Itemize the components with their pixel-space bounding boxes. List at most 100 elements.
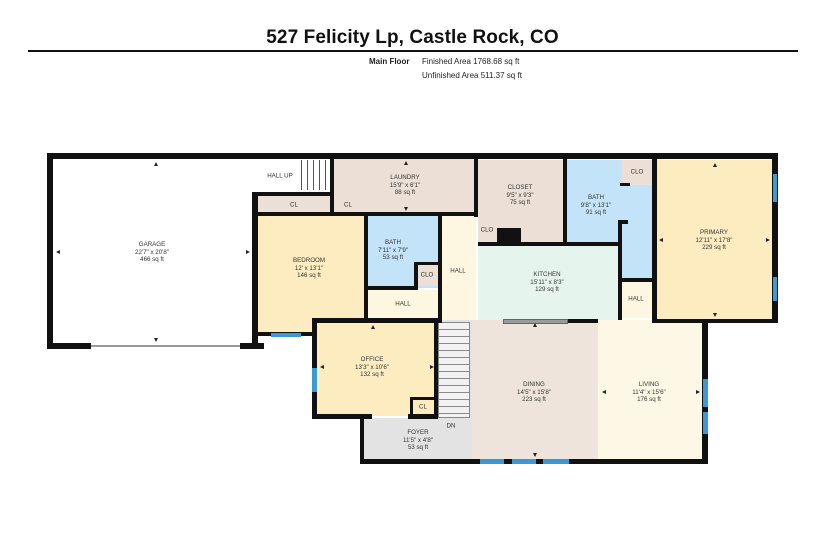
wall — [258, 212, 478, 216]
floor-label: Main Floor — [369, 57, 410, 66]
wall — [497, 228, 521, 244]
room-foyer — [362, 418, 472, 460]
wall — [364, 286, 418, 290]
dimension-arrow-icon — [246, 250, 250, 254]
dimension-arrow-icon — [533, 453, 537, 457]
unfinished-area: Unfinished Area 511.37 sq ft — [422, 71, 522, 80]
window — [271, 333, 301, 337]
label-cl-left: CL — [290, 201, 298, 209]
room-clo-bath — [622, 160, 652, 185]
dimension-arrow-icon — [602, 390, 606, 394]
dimension-arrow-icon — [56, 250, 60, 254]
dimension-arrow-icon — [371, 325, 375, 329]
dimension-arrow-icon — [320, 365, 324, 369]
wall — [563, 155, 567, 243]
wall — [618, 220, 622, 320]
wall — [438, 214, 442, 320]
dimension-arrow-icon — [404, 207, 408, 211]
wall — [620, 183, 630, 186]
wall — [360, 414, 364, 464]
dimension-arrow-icon — [713, 163, 717, 167]
wall — [364, 214, 368, 322]
room-cl-laundry — [336, 195, 361, 214]
dimension-arrow-icon — [766, 238, 770, 242]
label-hall-up: HALL UP — [267, 172, 293, 180]
label-hall-primary: HALL — [628, 295, 644, 303]
room-kitchen — [478, 246, 620, 320]
page-title: 527 Felicity Lp, Castle Rock, CO — [266, 27, 559, 48]
label-cl-laundry: CL — [344, 201, 352, 209]
dimension-arrow-icon — [713, 313, 717, 317]
dimension-arrow-icon — [696, 390, 700, 394]
dimension-arrow-icon — [430, 365, 434, 369]
wall — [410, 397, 413, 417]
window — [773, 174, 777, 202]
wall — [618, 220, 628, 224]
room-clo-hall — [417, 264, 439, 286]
stairs-up — [296, 160, 330, 190]
room-garage — [52, 158, 252, 346]
wall — [414, 262, 418, 288]
wall — [408, 414, 438, 419]
label-clo-bath: CLO — [630, 168, 644, 176]
wall — [47, 153, 777, 159]
window — [480, 459, 504, 464]
wall — [410, 397, 436, 400]
wall — [772, 153, 778, 323]
wall — [478, 242, 620, 246]
dimension-arrow-icon — [659, 238, 663, 242]
label-clo-closet: CLO — [480, 226, 494, 234]
room-primary — [656, 160, 772, 320]
finished-area: Finished Area 1768.68 sq ft — [422, 57, 520, 66]
label-hall-lower: HALL — [395, 300, 411, 308]
room-hall-primary — [622, 282, 654, 318]
window — [312, 368, 317, 392]
wall — [654, 319, 778, 323]
window — [543, 459, 569, 464]
wall — [252, 192, 334, 196]
label-dn: DN — [446, 422, 456, 430]
room-hall-lower — [367, 290, 441, 320]
room-cl-left — [258, 195, 332, 214]
room-hall-mid — [442, 216, 476, 320]
room-office — [316, 322, 436, 416]
stairs-down — [438, 322, 470, 418]
dimension-arrow-icon — [404, 161, 408, 165]
room-bath-primary-lower — [622, 224, 654, 278]
window — [773, 277, 777, 301]
garage-door[interactable] — [91, 345, 240, 347]
wall — [312, 414, 372, 419]
wall — [330, 155, 334, 215]
wall — [414, 262, 440, 265]
wall — [568, 319, 598, 323]
wall — [312, 318, 442, 323]
window — [703, 412, 708, 434]
wall — [47, 153, 53, 349]
dimension-arrow-icon — [533, 323, 537, 327]
wall — [434, 318, 438, 418]
room-clo-closet — [478, 218, 498, 244]
label-hall-mid: HALL — [450, 267, 466, 275]
room-bedroom — [258, 216, 364, 332]
wall — [652, 155, 657, 323]
room-dining — [472, 320, 598, 460]
window — [703, 379, 708, 407]
wall — [474, 155, 478, 217]
wall — [47, 343, 91, 349]
dimension-arrow-icon — [154, 162, 158, 166]
room-living — [598, 320, 702, 460]
label-clo-hall: CLO — [420, 271, 434, 279]
label-cl-foyer: CL — [419, 403, 427, 411]
